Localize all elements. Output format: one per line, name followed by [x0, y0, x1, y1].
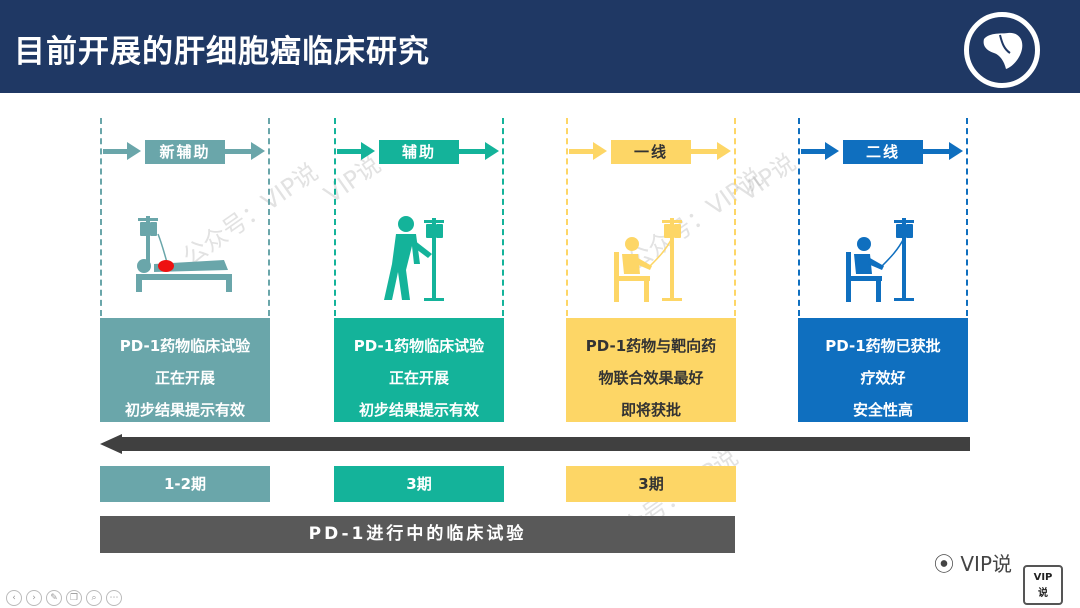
page-title: 目前开展的肝细胞癌临床研究	[14, 34, 430, 70]
phase-label: 一线	[611, 140, 691, 164]
result-line: PD-1药物与靶向药	[585, 337, 717, 355]
result-line: 初步结果提示有效	[124, 401, 245, 419]
phase-label: 二线	[843, 140, 923, 164]
result-box: PD-1药物临床试验 正在开展 初步结果提示有效	[334, 318, 504, 422]
dashed-divider	[566, 118, 568, 316]
patient-in-bed-icon	[136, 216, 232, 292]
result-line: 初步结果提示有效	[358, 401, 479, 419]
dashed-divider	[268, 118, 270, 316]
phase-arrow: 二线	[801, 136, 965, 166]
seated-patient-iv-icon	[614, 218, 682, 302]
phase-arrow: 一线	[569, 136, 733, 166]
result-line: 正在开展	[154, 369, 215, 387]
dashed-divider	[734, 118, 736, 316]
prev-icon[interactable]: ‹	[6, 590, 22, 606]
result-line: 正在开展	[388, 369, 449, 387]
dashed-divider	[798, 118, 800, 316]
result-line: 物联合效果最好	[598, 369, 704, 387]
wechat-icon: ⦿	[934, 552, 954, 576]
copy-icon[interactable]: ❐	[66, 590, 82, 606]
search-icon[interactable]: ⌕	[86, 590, 102, 606]
dashed-divider	[100, 118, 102, 316]
ongoing-trials-bar: PD-1进行中的临床试验	[100, 516, 735, 553]
phase-arrow: 辅助	[337, 136, 501, 166]
result-line: 即将获批	[620, 401, 681, 419]
slide-toolbar: ‹›✎❐⌕⋯	[6, 585, 126, 606]
footer-brand: ⦿ VIP说	[934, 548, 1012, 577]
dashed-divider	[966, 118, 968, 316]
result-line: PD-1药物临床试验	[353, 337, 485, 355]
phase-arrow: 新辅助	[103, 136, 267, 166]
result-box: PD-1药物临床试验 正在开展 初步结果提示有效	[100, 318, 270, 422]
result-box: PD-1药物与靶向药 物联合效果最好 即将获批	[566, 318, 736, 422]
phase-label: 新辅助	[145, 140, 225, 164]
trial-phase-bar: 1-2期	[100, 466, 270, 502]
result-box: PD-1药物已获批 疗效好 安全性高	[798, 318, 968, 422]
result-line: 疗效好	[860, 369, 906, 387]
dashed-divider	[502, 118, 504, 316]
walking-patient-iv-icon	[384, 216, 444, 301]
header-bar: 目前开展的肝细胞癌临床研究	[0, 0, 1080, 93]
phase-label: 辅助	[379, 140, 459, 164]
liver-logo-icon	[964, 12, 1040, 88]
result-line: PD-1药物已获批	[825, 337, 941, 355]
timeline-arrow	[100, 434, 970, 454]
seated-patient-iv-icon	[846, 218, 914, 302]
trial-phase-bar: 3期	[334, 466, 504, 502]
result-line: 安全性高	[852, 401, 913, 419]
pen-icon[interactable]: ✎	[46, 590, 62, 606]
brand-badge: VIP 说	[1023, 565, 1063, 605]
brand-text: VIP说	[960, 552, 1012, 576]
more-icon[interactable]: ⋯	[106, 590, 122, 606]
badge-line: 说	[1038, 588, 1048, 599]
result-line: PD-1药物临床试验	[119, 337, 251, 355]
dashed-divider	[334, 118, 336, 316]
trial-phase-bar: 3期	[566, 466, 736, 502]
badge-line: VIP	[1033, 572, 1053, 583]
next-icon[interactable]: ›	[26, 590, 42, 606]
